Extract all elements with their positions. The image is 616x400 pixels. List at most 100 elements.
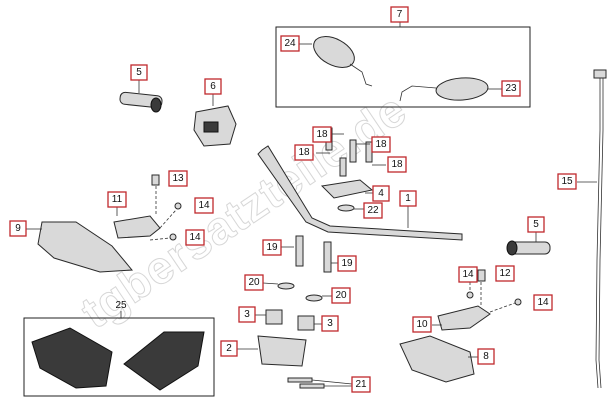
bolt-18c	[339, 157, 347, 177]
left-mirror	[298, 36, 373, 87]
right-mirror	[399, 77, 502, 102]
handguard-set: 25	[23, 300, 215, 397]
right-handguard	[399, 335, 478, 383]
svg-text:11: 11	[112, 194, 123, 205]
left-grip-end	[150, 97, 162, 113]
callout-5-right: 5	[527, 216, 545, 233]
handguard-set-right	[123, 331, 205, 391]
bolt-19a	[295, 235, 304, 267]
handguard-set-frame	[23, 317, 215, 397]
right-handguard-body	[399, 335, 475, 383]
bolt-21b	[299, 383, 325, 389]
callout-7: 7	[390, 6, 409, 23]
callout-19-b: 19	[337, 255, 357, 272]
handlebar-tube	[257, 145, 463, 241]
callout-18-b: 18	[294, 144, 314, 161]
callout-12: 12	[495, 265, 515, 282]
left-mirror-head	[313, 36, 355, 68]
callout-14-d: 14	[533, 294, 553, 311]
svg-text:5: 5	[533, 219, 539, 230]
riser-assembly	[237, 235, 353, 389]
label-25: 25	[115, 300, 127, 311]
svg-text:1: 1	[405, 193, 411, 204]
svg-text:15: 15	[561, 176, 573, 187]
handlebar	[257, 145, 463, 241]
svg-text:2: 2	[226, 343, 232, 354]
svg-text:18: 18	[316, 129, 328, 140]
upper-clamp	[320, 179, 374, 212]
right-grip	[506, 232, 551, 256]
bracket-11	[113, 215, 161, 239]
callout-1: 1	[399, 190, 417, 207]
handguard-set-left	[31, 327, 113, 389]
svg-text:8: 8	[483, 351, 489, 362]
bracket-10	[437, 305, 491, 331]
bolt-18d	[365, 141, 373, 163]
leader-21a	[311, 379, 353, 385]
svg-text:20: 20	[335, 290, 347, 301]
callout-3-a: 3	[238, 306, 256, 323]
bolt-12	[477, 269, 486, 282]
left-handguard-bracket	[113, 174, 182, 241]
mount-3b	[297, 315, 315, 331]
callout-6: 6	[204, 78, 222, 95]
left-handguard	[26, 221, 134, 273]
svg-text:4: 4	[378, 188, 384, 199]
callout-15: 15	[557, 173, 577, 190]
screw-14d	[514, 298, 522, 306]
left-mirror-stem	[349, 63, 373, 87]
svg-text:14: 14	[537, 297, 549, 308]
right-mirror-stem	[399, 85, 437, 102]
cable-end	[593, 69, 607, 79]
callout-19-a: 19	[262, 239, 282, 256]
bolt-18b	[349, 139, 357, 163]
callout-24: 24	[280, 35, 300, 52]
riser-2	[257, 335, 307, 367]
bolt-21a	[287, 377, 313, 383]
bushing-20a	[277, 282, 295, 290]
svg-text:22: 22	[367, 205, 379, 216]
right-handguard-bracket	[432, 269, 522, 331]
callout-14-b: 14	[185, 229, 205, 246]
svg-text:18: 18	[298, 147, 310, 158]
svg-text:18: 18	[391, 159, 403, 170]
screw-14c	[466, 291, 474, 299]
callout-10: 10	[412, 316, 432, 333]
callout-9: 9	[9, 220, 27, 237]
svg-text:14: 14	[462, 269, 474, 280]
callout-3-b: 3	[321, 315, 339, 332]
svg-text:14: 14	[189, 232, 201, 243]
bolt-13	[151, 174, 160, 186]
svg-text:20: 20	[248, 277, 260, 288]
svg-text:12: 12	[499, 268, 511, 279]
left-grip	[119, 80, 163, 113]
callout-2: 2	[220, 340, 238, 357]
svg-text:23: 23	[505, 83, 517, 94]
callout-14-a: 14	[194, 197, 214, 214]
mirror-group-frame	[275, 26, 531, 108]
svg-text:19: 19	[341, 258, 353, 269]
bushing-20b	[305, 294, 323, 302]
svg-text:24: 24	[284, 38, 296, 49]
svg-text:7: 7	[397, 9, 403, 20]
mount-3a	[265, 309, 283, 325]
svg-text:13: 13	[172, 173, 184, 184]
svg-text:6: 6	[210, 81, 216, 92]
cable-sheath	[598, 78, 604, 389]
svg-text:18: 18	[375, 139, 387, 150]
dash-14a	[159, 209, 177, 229]
callout-4: 4	[372, 185, 390, 202]
callout-23: 23	[501, 80, 521, 97]
bolt-19b	[323, 241, 332, 273]
svg-text:5: 5	[136, 67, 142, 78]
svg-text:3: 3	[244, 309, 250, 320]
upper-clamp-body	[320, 179, 374, 199]
callout-22: 22	[363, 202, 383, 219]
callout-13: 13	[168, 170, 188, 187]
dash-14d	[489, 302, 516, 313]
leader-20a	[262, 282, 279, 285]
right-grip-end	[506, 240, 518, 256]
callout-18-d: 18	[387, 156, 407, 173]
